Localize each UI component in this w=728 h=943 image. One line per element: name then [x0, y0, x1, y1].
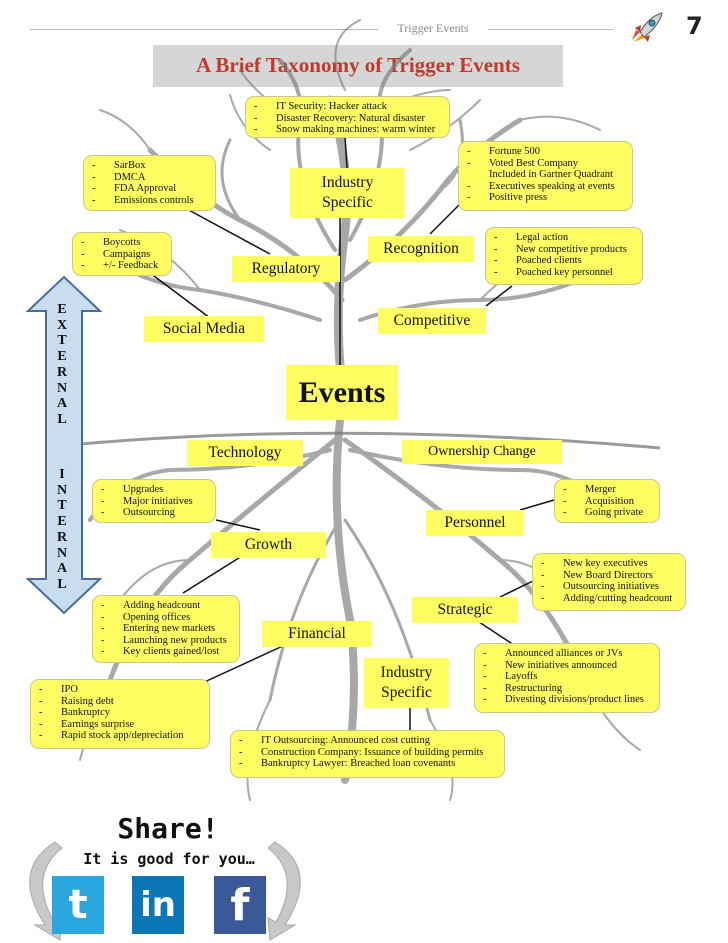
list-item: -Fortune 500 — [467, 146, 541, 157]
social-media-list: -Boycotts -Campaigns -+/- Feedback — [72, 232, 172, 276]
label-technology: Technology — [187, 440, 303, 466]
facebook-icon[interactable]: f — [214, 876, 266, 934]
list-item: -Legal action — [494, 232, 569, 243]
technology-list: -Upgrades -Major initiatives -Outsourcin… — [92, 479, 216, 523]
twitter-icon[interactable]: t — [52, 876, 104, 934]
list-item: -Positive press — [467, 192, 548, 204]
competitive-list: -Legal action -New competitive products … — [485, 227, 643, 285]
list-item: -Executives speaking at events — [467, 180, 615, 192]
list-item: -Opening offices — [101, 611, 191, 623]
list-item: -Poached key personnel — [494, 266, 613, 278]
list-item: -Earnings surprise — [39, 718, 135, 730]
label-social-media: Social Media — [144, 316, 264, 342]
linkedin-icon[interactable]: in — [132, 876, 184, 934]
share-tagline: It is good for you… — [83, 850, 255, 868]
personnel-list: -New key executives -New Board Directors… — [532, 553, 686, 611]
regulatory-list: -SarBox -DMCA -FDA Approval -Emissions c… — [83, 155, 216, 211]
list-item: -SarBox — [92, 160, 146, 171]
list-item: -Bankruptcy — [39, 707, 110, 719]
list-item: -Bankruptcy Lawyer: Breached loan covena… — [239, 758, 456, 770]
list-item: -+/- Feedback — [81, 260, 159, 272]
list-item: -IT Security: Hacker attack — [254, 101, 387, 112]
industry-specific-top-list: -IT Security: Hacker attack -Disaster Re… — [245, 96, 450, 138]
list-item: -New competitive products — [494, 243, 627, 255]
list-item: -Restructuring — [483, 682, 563, 694]
list-item: -New Board Directors — [541, 569, 653, 581]
list-item: -Construction Company: Issuance of build… — [239, 746, 484, 758]
list-item: -Snow making machines: warm winter — [254, 124, 436, 136]
list-item: -Merger — [563, 484, 616, 495]
list-item: -FDA Approval — [92, 183, 177, 195]
list-item: -Rapid stock app/depreciation — [39, 730, 184, 742]
page-title: A Brief Taxonomy of Trigger Events — [153, 45, 563, 87]
header-rule-right — [488, 29, 613, 30]
list-item: -Acquisition — [563, 495, 634, 507]
label-ownership-change: Ownership Change — [402, 440, 562, 464]
share-decoration — [29, 841, 301, 941]
growth-list: -Adding headcount -Opening offices -Ente… — [92, 595, 240, 663]
strategic-list: -Announced alliances or JVs -New initiat… — [474, 643, 660, 713]
list-item: -Layoffs — [483, 671, 538, 683]
list-item: -IPO — [39, 684, 78, 695]
list-item: -Adding headcount — [101, 600, 201, 611]
running-title: Trigger Events — [378, 21, 488, 36]
list-item: -Poached clients — [494, 255, 582, 267]
label-recognition: Recognition — [368, 236, 474, 262]
list-item: -Raising debt — [39, 695, 114, 707]
list-item: -Divesting divisions/product lines — [483, 694, 644, 706]
financial-list: -IPO -Raising debt -Bankruptcy -Earnings… — [30, 679, 210, 749]
label-personnel: Personnel — [426, 510, 524, 536]
ownership-change-list: -Merger -Acquisition -Going private — [554, 479, 660, 523]
list-item: Included in Gartner Quadrant — [489, 169, 613, 181]
label-growth: Growth — [211, 532, 326, 558]
share-heading: Share! — [117, 812, 219, 845]
list-item: -Major initiatives — [101, 495, 193, 507]
list-item: -Entering new markets — [101, 623, 216, 635]
list-item: -New key executives — [541, 558, 648, 569]
list-item: -Announced alliances or JVs — [483, 648, 623, 659]
label-financial: Financial — [262, 621, 372, 647]
list-item: -Launching new products — [101, 634, 227, 646]
list-item: -New initiatives announced — [483, 659, 617, 671]
list-item: -Outsourcing — [101, 507, 175, 519]
external-internal-arrow — [25, 275, 103, 615]
list-item: -DMCA — [92, 171, 146, 183]
list-item: -Going private — [563, 507, 644, 519]
list-item: -Upgrades — [101, 484, 164, 495]
industry-specific-bottom-list: -IT Outsourcing: Announced cost cutting … — [230, 730, 505, 778]
recognition-list: -Fortune 500 -Voted Best Company Include… — [458, 141, 633, 211]
list-item: -Outsourcing initiatives — [541, 581, 659, 593]
center-events-label: Events — [286, 365, 398, 420]
list-item: -Voted Best Company — [467, 157, 579, 169]
list-item: -Adding/cutting headcount — [541, 592, 673, 604]
list-item: -Boycotts — [81, 237, 141, 248]
list-item: -Disaster Recovery: Natural disaster — [254, 112, 425, 124]
label-regulatory: Regulatory — [232, 256, 340, 282]
label-competitive: Competitive — [378, 308, 486, 334]
label-strategic: Strategic — [412, 597, 518, 623]
header-rule-left — [30, 29, 380, 30]
list-item: -Key clients gained/lost — [101, 646, 220, 658]
list-item: -Campaigns — [81, 248, 151, 260]
page-number: 7 — [686, 12, 703, 40]
rocket-icon — [632, 12, 663, 42]
list-item: -IT Outsourcing: Announced cost cutting — [239, 735, 430, 746]
list-item: -Emissions controls — [92, 194, 194, 206]
